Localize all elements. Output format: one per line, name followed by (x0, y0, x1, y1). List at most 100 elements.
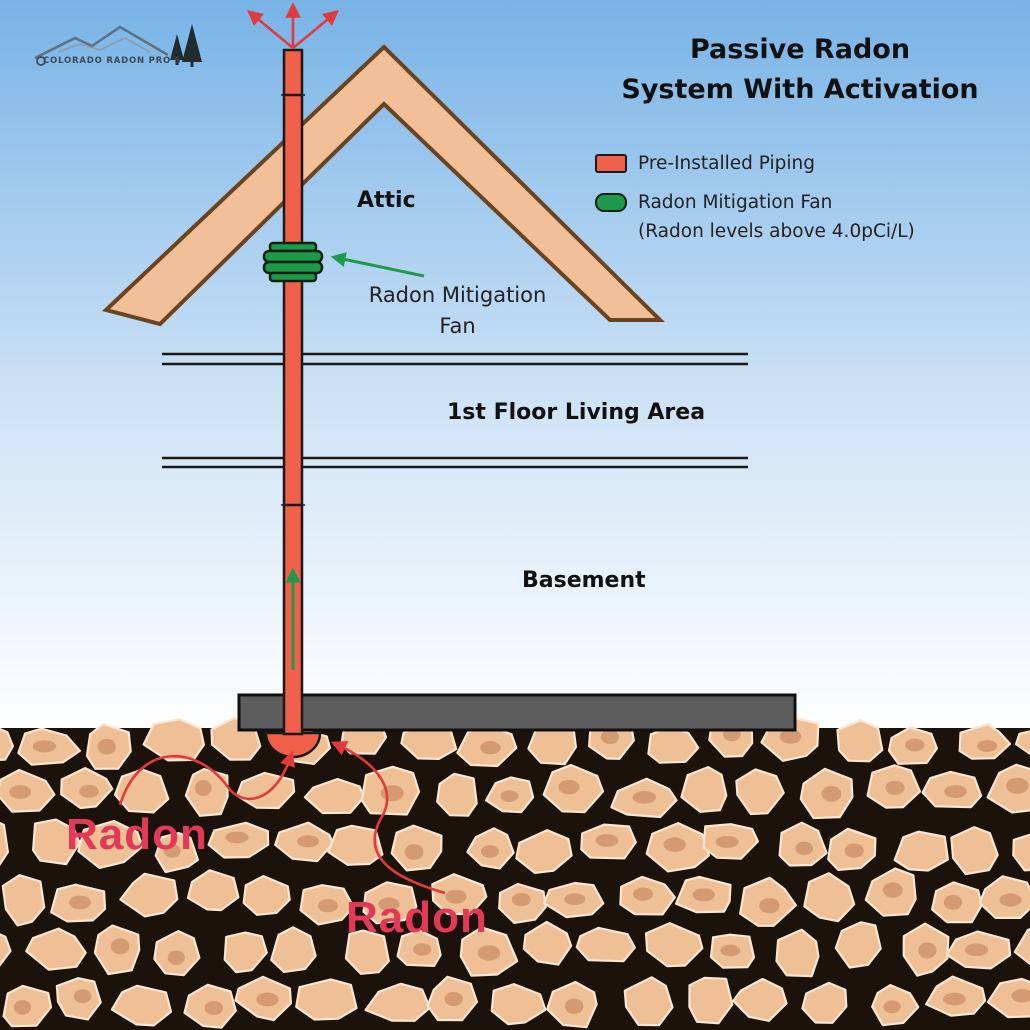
soil-cell-core (759, 898, 780, 914)
soil-cell-core (413, 943, 432, 956)
soil-cell (950, 826, 999, 876)
soil-cell-core (692, 888, 715, 902)
sky-background (0, 0, 1030, 735)
soil-cell (0, 727, 14, 761)
radon-label-left: Radon (66, 810, 208, 859)
soil-cell (119, 872, 179, 918)
attic-floor-lines (162, 352, 748, 366)
soil-cell-core (844, 843, 864, 858)
basement-slab (237, 693, 797, 732)
brand-logo (34, 24, 202, 67)
soil-cell (836, 719, 884, 763)
soil-cell-core (444, 991, 463, 1007)
fan-callout-label: Radon Mitigation Fan (340, 280, 575, 342)
pine-tree-icon (170, 24, 202, 67)
soil-cell-core (69, 895, 91, 910)
soil-cell (522, 920, 573, 966)
soil-cell (295, 978, 358, 1021)
soil-cell-core (73, 989, 92, 1004)
soil-cell-core (964, 943, 989, 957)
soil-ground (0, 709, 1030, 1030)
soil-cell-core (256, 992, 279, 1007)
soil-cell-core (317, 899, 338, 913)
soil-cell (735, 768, 785, 816)
soil-cell (680, 765, 728, 813)
soil-cell (732, 977, 788, 1022)
soil-cell-core (999, 893, 1022, 907)
fan-callout-line-1: Radon Mitigation (368, 283, 547, 307)
soil-cell-core (500, 790, 519, 802)
soil-cell-core (378, 897, 400, 912)
radon-flow-arrow-right (330, 741, 446, 895)
soil-cell (344, 929, 390, 975)
legend-piping-label: Pre-Installed Piping (638, 153, 816, 174)
soil-cell-core (943, 894, 963, 911)
soil-cell-core (1011, 989, 1030, 1003)
soil-cell-core (821, 785, 842, 802)
room-label-attic: Attic (357, 188, 416, 213)
soil-cell-core (943, 992, 966, 1006)
soil-cell (0, 933, 12, 967)
soil-cell (775, 928, 820, 978)
soil-cell-core (480, 741, 501, 755)
soil-cell (490, 983, 547, 1026)
soil-cell (834, 921, 882, 969)
legend-piping-swatch (595, 154, 627, 173)
soil-cell (1014, 730, 1030, 756)
legend-fan-swatch (595, 193, 627, 212)
soil-cell (113, 768, 170, 814)
soil-cell (303, 777, 366, 815)
soil-cell-core (445, 889, 467, 904)
legend-fan-note: (Radon levels above 4.0pCi/L) (638, 221, 915, 242)
soil-cell (142, 718, 205, 762)
title-line-2: System With Activation (621, 74, 979, 105)
soil-cell (364, 982, 431, 1022)
soil-cell-core (600, 730, 620, 745)
radon-mitigation-fan (262, 241, 324, 283)
soil-cell-core (715, 835, 739, 848)
soil-cell (647, 725, 700, 764)
radon-label-right: Radon (346, 893, 488, 942)
soil-cell-core (977, 740, 998, 752)
soil-cell (186, 869, 240, 912)
radon-pipe (281, 48, 305, 736)
mountain-icon (34, 25, 169, 60)
soil-cell-core (297, 835, 320, 848)
soil-cell (893, 830, 950, 872)
soil-cell-core (779, 729, 802, 744)
soil-cell-core (905, 738, 925, 752)
soil-cell (1013, 927, 1030, 966)
soil-cell-core (632, 791, 657, 804)
soil-cell-core (564, 893, 586, 905)
soil-cell-core (882, 882, 903, 898)
soil-cell (270, 926, 317, 974)
fan-callout-line-2: Fan (439, 314, 476, 338)
soil-cell-core (225, 831, 249, 844)
soil-cell-core (194, 780, 212, 796)
soil-cell (1, 874, 46, 927)
soil-cell (515, 829, 573, 875)
legend-fan-label: Radon Mitigation Fan (638, 192, 833, 213)
soil-cell (25, 927, 87, 971)
soil-cell-core (795, 841, 813, 856)
soil-cell-core (720, 944, 741, 957)
soil-cell (31, 818, 81, 866)
suction-pit (264, 731, 322, 759)
diagram-title: Passive Radon System With Activation (590, 30, 1010, 110)
soil-cell-core (883, 1000, 901, 1014)
soil-cell (801, 981, 848, 1024)
soil-cell-core (110, 938, 130, 955)
soil-cell-core (564, 998, 584, 1014)
soil-cell (688, 976, 734, 1025)
soil-cell-core (558, 779, 580, 795)
brand-name: COLORADO RADON PRO'S (43, 56, 182, 66)
soil-cell-core (97, 738, 116, 755)
soil-cell (803, 872, 856, 923)
soil-cell (242, 874, 291, 916)
exhaust-arrows (246, 2, 340, 50)
soil-cell-core (1006, 777, 1029, 794)
soil-cell-core (663, 837, 686, 853)
logo-circle-icon (36, 56, 46, 66)
soil-cell (623, 976, 674, 1027)
